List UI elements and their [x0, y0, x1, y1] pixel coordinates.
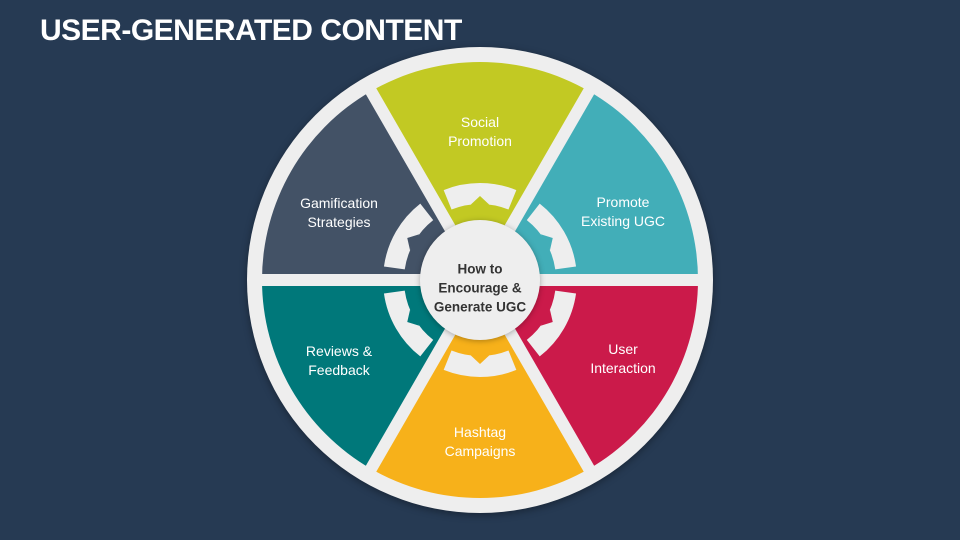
label-line: Campaigns [444, 443, 516, 459]
label-line: Encourage & [438, 280, 522, 296]
center-label: How to Encourage & Generate UGC [405, 260, 555, 317]
label-line: Reviews & [305, 343, 373, 359]
label-line: Feedback [308, 362, 370, 378]
gear-band [526, 290, 577, 357]
label-line: Hashtag [453, 424, 507, 440]
label-line: Social [460, 114, 500, 130]
segment-wedge [371, 62, 589, 233]
label-line: How to [457, 261, 503, 277]
gear-notch [407, 309, 420, 326]
label-line: Promote [596, 194, 650, 210]
gear-band [383, 203, 434, 270]
segment-wedge [371, 327, 589, 498]
gear-notch [407, 234, 420, 251]
slide-title: USER-GENERATED CONTENT [40, 14, 462, 47]
label-line: Promotion [448, 133, 512, 149]
label-line: Generate UGC [433, 299, 527, 315]
gear-band [526, 203, 577, 270]
label-line: Existing UGC [580, 213, 666, 229]
gear-notch [470, 355, 490, 364]
label-line: Gamification [300, 195, 378, 211]
center-circle [420, 220, 540, 340]
gear-notch [540, 234, 553, 251]
gear-notch [470, 196, 490, 205]
label-line: Strategies [307, 214, 371, 230]
label-line: Interaction [590, 360, 656, 376]
segment-label-reviews-feedback: Reviews & Feedback [264, 342, 414, 380]
gear-notch [540, 309, 553, 326]
gear-band [383, 290, 434, 357]
label-line: User [608, 341, 638, 357]
